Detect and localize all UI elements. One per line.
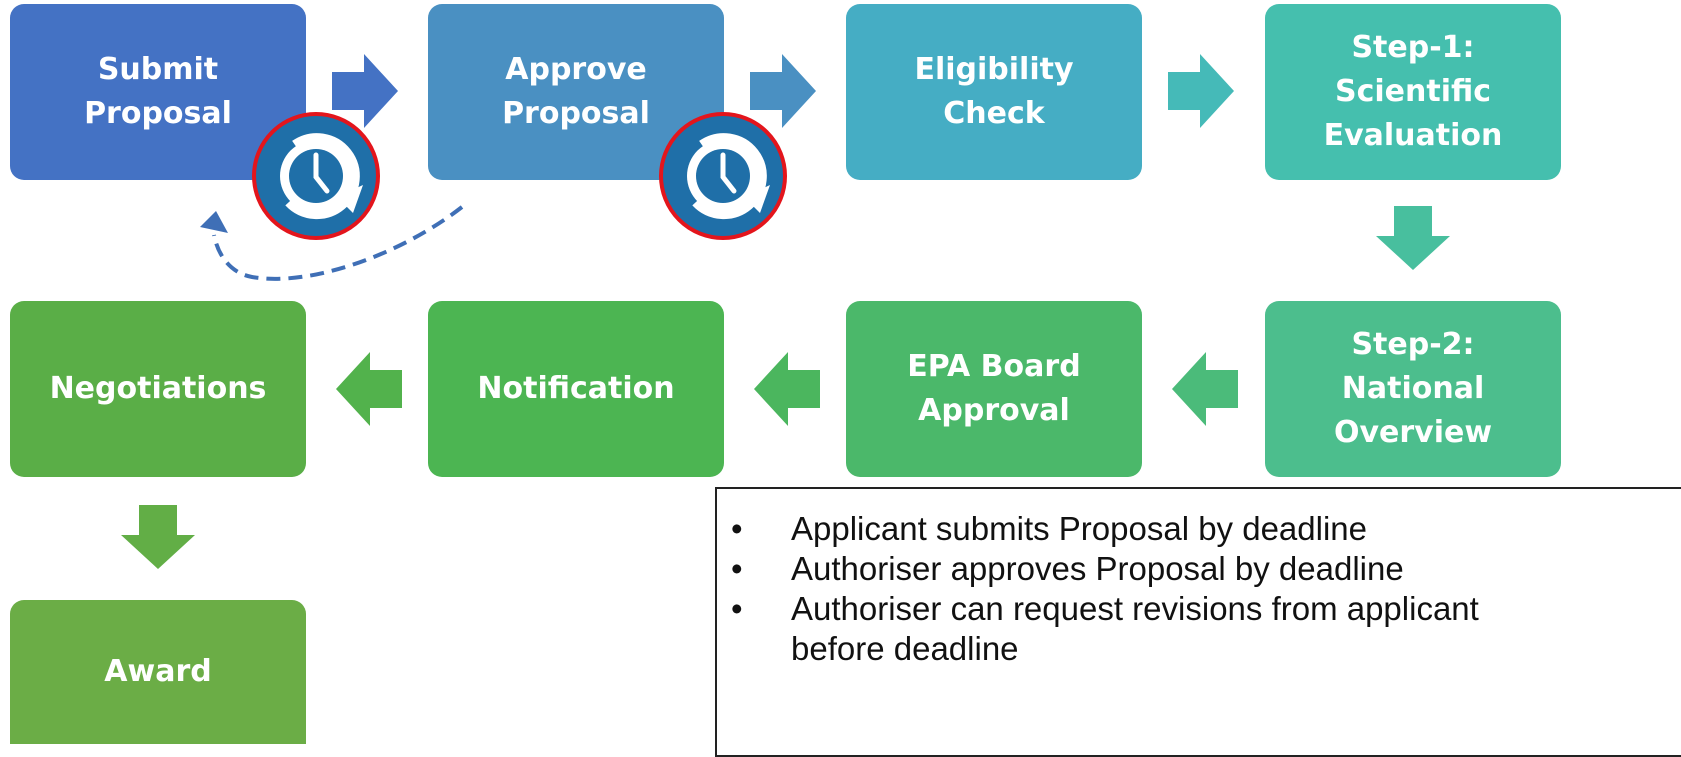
epa-board-approval-box: EPA Board Approval [846, 301, 1142, 477]
eligibility-check-box: Eligibility Check [846, 4, 1142, 180]
negotiations-box: Negotiations [10, 301, 306, 477]
clock-refresh-icon [252, 112, 380, 240]
award-box: Award [10, 600, 306, 744]
arrow-right-icon [750, 54, 816, 128]
note-item: Authoriser can request revisions from ap… [717, 589, 1681, 669]
notes-list: Applicant submits Proposal by deadline A… [717, 489, 1681, 669]
submit-proposal-box: Submit Proposal [10, 4, 306, 180]
notes-box: Applicant submits Proposal by deadline A… [715, 487, 1681, 757]
note-item: Authoriser approves Proposal by deadline [717, 549, 1681, 589]
arrow-right-icon [1168, 54, 1234, 128]
arrow-right-icon [332, 54, 398, 128]
arrow-left-icon [336, 352, 402, 426]
arrow-left-icon [754, 352, 820, 426]
arrow-left-icon [1172, 352, 1238, 426]
dashed-return-arrow [200, 205, 464, 281]
arrow-down-icon [121, 505, 195, 569]
arrow-down-icon [1376, 206, 1450, 270]
notification-box: Notification [428, 301, 724, 477]
clock-refresh-icon [659, 112, 787, 240]
step1-scientific-evaluation-box: Step-1: Scientific Evaluation [1265, 4, 1561, 180]
step2-national-overview-box: Step-2: National Overview [1265, 301, 1561, 477]
note-item: Applicant submits Proposal by deadline [717, 509, 1681, 549]
